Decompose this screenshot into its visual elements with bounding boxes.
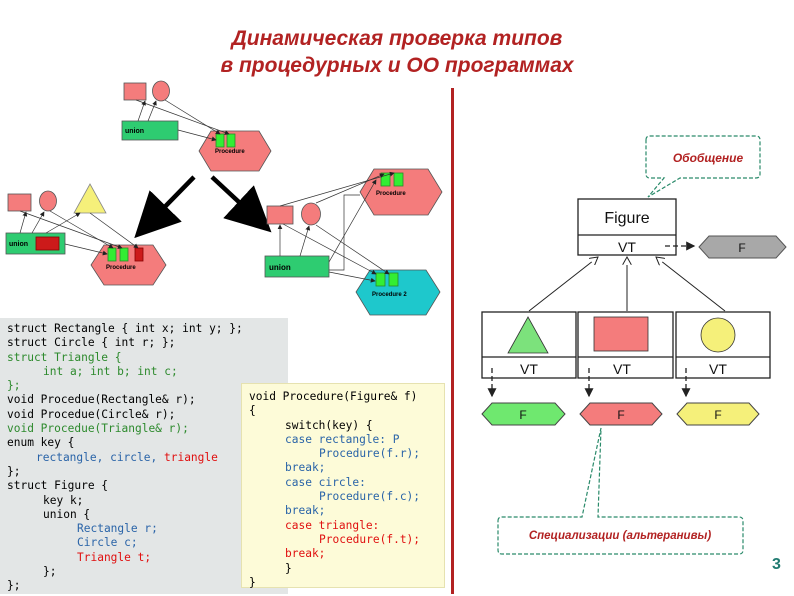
code-line: case circle: bbox=[285, 475, 366, 489]
rectangle-shape bbox=[7, 193, 32, 212]
enum-values: rectangle, circle, bbox=[36, 450, 164, 464]
circle-shape bbox=[700, 317, 736, 353]
slide-title-line1: Динамическая проверка типов bbox=[231, 27, 563, 50]
code-line: }; bbox=[7, 379, 21, 393]
code-line: void Procedue(Triangle& r); bbox=[7, 422, 189, 436]
svg-text:VT: VT bbox=[520, 361, 538, 377]
rectangle-shape bbox=[593, 316, 649, 352]
triangle-shape bbox=[507, 316, 549, 354]
procedure-2-label: Procedure 2 bbox=[372, 292, 407, 298]
code-line: Procedure(f.t); bbox=[319, 532, 421, 546]
circle-function-f bbox=[676, 402, 760, 426]
code-line: } bbox=[249, 575, 256, 589]
code-line: Procedure(f.r); bbox=[319, 447, 421, 461]
code-line: case triangle: bbox=[285, 518, 380, 532]
triangle-shape bbox=[73, 183, 107, 214]
code-line: struct Triangle { bbox=[7, 350, 122, 364]
procedure-label: Procedure bbox=[215, 149, 245, 155]
union-label: union bbox=[125, 128, 144, 135]
procedural-variant-diagram-2: union Procedure Procedure 2 bbox=[264, 168, 443, 316]
union-label: union bbox=[9, 241, 28, 248]
figure-class-box bbox=[577, 198, 677, 256]
code-line: switch(key) { bbox=[285, 418, 373, 432]
code-line: case rectangle: P bbox=[285, 432, 400, 446]
code-line: Circle c; bbox=[77, 536, 138, 550]
code-line: struct Rectangle { int x; int y; }; bbox=[7, 322, 243, 335]
procedure-label: Procedure bbox=[106, 265, 136, 271]
callout-specializations-text: Специализации (альтеранивы) bbox=[529, 530, 712, 542]
code-line: Procedure(f.c); bbox=[319, 490, 421, 504]
arrow-to-right-variant bbox=[210, 175, 272, 233]
circle-shape bbox=[39, 190, 57, 212]
procedure-hexagon bbox=[359, 168, 443, 216]
svg-text:F: F bbox=[617, 408, 624, 422]
code-line: struct Circle { int r; }; bbox=[7, 336, 176, 350]
procedure-label: Procedure bbox=[376, 191, 406, 197]
arrow-to-left-variant bbox=[134, 175, 196, 239]
rectangle-function-f bbox=[579, 402, 663, 426]
triangle-function-f bbox=[481, 402, 566, 426]
code-line: Triangle t; bbox=[77, 550, 152, 564]
code-line: } bbox=[285, 561, 292, 575]
circle-shape bbox=[301, 202, 321, 226]
code-line: }; bbox=[43, 565, 57, 579]
top-procedural-diagram: union Procedure bbox=[121, 80, 272, 172]
callout-generalization bbox=[645, 135, 761, 198]
code-block-procedure: void Procedure(Figure& f){switch(key) {c… bbox=[241, 383, 445, 589]
code-line: break; bbox=[285, 504, 326, 518]
rectangle-shape bbox=[123, 82, 147, 101]
rectangle-shape bbox=[266, 205, 294, 225]
code-line: struct Figure { bbox=[7, 479, 109, 493]
code-line: }; bbox=[7, 579, 21, 593]
circle-shape bbox=[152, 80, 170, 102]
figure-vt-label: VT bbox=[618, 239, 636, 255]
code-line: int a; int b; int c; bbox=[43, 364, 178, 378]
code-line: Rectangle r; bbox=[77, 522, 158, 536]
figure-function-f bbox=[698, 235, 787, 259]
slide-title-line2: в процедурных и ОО программах bbox=[220, 54, 574, 77]
code-line: break; bbox=[285, 461, 326, 475]
svg-text:F: F bbox=[714, 408, 721, 422]
oo-diagram: Обобщение Figure VT F VT VT VT bbox=[481, 135, 787, 555]
enum-value-triangle: triangle bbox=[163, 450, 218, 464]
figure-class-label: Figure bbox=[604, 210, 649, 227]
union-label: union bbox=[269, 263, 291, 272]
svg-text:F: F bbox=[519, 408, 526, 422]
code-line: enum key { bbox=[7, 436, 75, 450]
svg-text:VT: VT bbox=[709, 361, 727, 377]
procedural-variant-diagram: union Procedure bbox=[5, 183, 167, 286]
code-line: rectangle, circle, triangle bbox=[7, 451, 288, 465]
code-line: void Procedue(Rectangle& r); bbox=[7, 393, 196, 407]
code-line: break; bbox=[285, 547, 326, 561]
code-line: void Procedue(Circle& r); bbox=[7, 407, 176, 421]
code-line: key k; bbox=[43, 493, 84, 507]
svg-text:F: F bbox=[738, 241, 745, 255]
code-line: { bbox=[249, 404, 256, 418]
vertical-divider bbox=[451, 88, 454, 594]
code-block-structs: struct Rectangle { int x; int y; };struc… bbox=[0, 318, 288, 594]
callout-generalization-text: Обобщение bbox=[673, 151, 744, 165]
svg-text:VT: VT bbox=[613, 361, 631, 377]
union-box bbox=[121, 120, 179, 141]
callout-specializations bbox=[497, 427, 744, 555]
code-line: union { bbox=[43, 507, 91, 521]
union-box bbox=[264, 255, 330, 278]
code-line: void Procedure(Figure& f) bbox=[249, 390, 418, 403]
slide-number: 3 bbox=[772, 556, 781, 573]
code-line: }; bbox=[7, 464, 21, 478]
